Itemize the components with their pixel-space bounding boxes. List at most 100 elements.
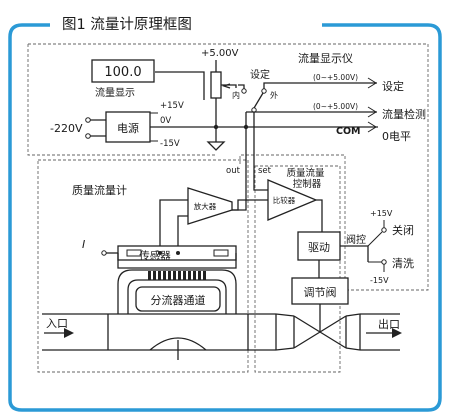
switch-contact-inner [241,88,247,94]
outlet-arrow-icon [392,328,402,338]
display-section-boundary [27,43,429,291]
flow-restrictor [149,337,207,351]
sensor-resistor-right [213,249,229,257]
valve-minus15: -15V [370,276,389,285]
flush-terminal [381,259,387,265]
display-wire [155,71,205,100]
power-supply-block [105,111,151,143]
main-pipe-left [42,313,276,351]
terminal-com: COM [336,126,361,137]
close-terminal [381,227,387,233]
inlet-label: 入口 [46,317,68,330]
coil-winding [188,271,191,280]
switch-label: 设定 [250,68,270,81]
sensor-coils [148,271,206,280]
terminal-label-detect: 流量检测 [382,107,426,121]
setpoint-line [263,82,377,89]
terminal-label-setpoint: 设定 [382,79,404,93]
sensor-label: 传感器 [139,249,171,262]
coil-winding [163,271,166,280]
potentiometer [210,71,222,99]
mains-terminal-1 [85,117,91,123]
out-signal-wire [232,112,247,211]
sensor-return-wire [117,253,237,269]
terminal-label-zero: 0电平 [382,130,411,143]
meter-section-boundary [37,159,249,373]
coil-winding [198,271,201,280]
switch-blade [253,92,264,109]
terminal-arrow-com [367,121,377,133]
comparator-triangle [267,179,318,221]
close-switch-blade [367,231,383,247]
switch-pos-inner: 内 [232,90,240,100]
terminal-arrow-detect [367,106,377,118]
terminal-range-setpoint: (0~+5.00V) [313,73,358,82]
valve-control-label: 阀控 [346,233,366,246]
regulating-valve-block [291,277,349,305]
sensor-tube-inner [127,279,227,314]
display-section-label: 流量显示仪 [298,51,353,65]
coil-winding [158,271,161,280]
regulating-valve-label: 调节阀 [304,285,337,299]
controller-section-label-1: 质量流量 控制器 [286,167,327,190]
set-signal-wire [253,112,268,191]
valve-transitions [275,313,361,351]
wiper-arrow [221,83,231,89]
valve-control-wire [340,245,369,262]
bypass-channel [135,286,221,312]
close-label: 关闭 [392,223,414,237]
mains-wires [88,119,106,137]
terminal-range-detect: (0~+5.00V) [313,102,358,111]
inlet-arrow-icon [64,328,74,338]
mains-voltage: -220V [50,122,83,135]
outer-frame [8,23,442,412]
power-plus15: +15V [160,101,184,111]
flush-label: 清洗 [392,257,414,270]
coil-winding [168,271,171,280]
figure-title: 图1 流量计原理框图 [62,16,192,33]
flow-display-screen [91,59,155,83]
amp-input-1 [159,199,188,253]
signal-set-label: set [258,166,272,176]
sensor-tap-2 [176,251,180,255]
coil-winding [148,271,151,280]
coil-winding [178,271,181,280]
mains-terminal-2 [85,133,91,139]
sensor-resistor-left [126,249,142,257]
coil-winding [183,271,186,280]
coil-winding [193,271,196,280]
coil-winding [153,271,156,280]
pipe-flanges [107,314,249,350]
power-minus15: -15V [160,139,180,149]
valve-plus15: +15V [370,209,393,218]
amp-to-comparator [232,199,268,211]
sensor-tap-1 [158,251,162,255]
power-zero: 0V [160,116,171,126]
coil-winding [173,271,176,280]
signal-out-label: out [226,166,241,176]
amp-input-2 [177,215,188,253]
comparator-to-driver [316,199,323,232]
power-supply-label: 电源 [117,121,139,135]
ground-symbol [206,141,226,151]
coil-winding [203,271,206,280]
flow-display-label: 流量显示 [95,86,135,99]
power-rail-stubs [150,112,158,142]
meter-section-label: 质量流量计 [72,183,127,197]
current-symbol: I [82,238,85,251]
bypass-label: 分流器通道 [151,293,206,307]
control-valve-body [293,315,347,349]
switch-inner-wire [238,84,245,89]
flow-display-value: 100.0 [104,65,141,80]
comparator-label: 比较器 [273,195,296,205]
sensor-tube-outer [117,269,237,314]
current-terminal [101,250,107,256]
switch-contact-outer [261,88,267,94]
outlet-label: 出口 [378,317,400,331]
main-pipe-right [360,313,400,351]
controller-section-boundary [254,165,341,373]
switch-pos-outer: 外 [270,90,278,100]
amplifier-label: 放大器 [194,201,217,211]
